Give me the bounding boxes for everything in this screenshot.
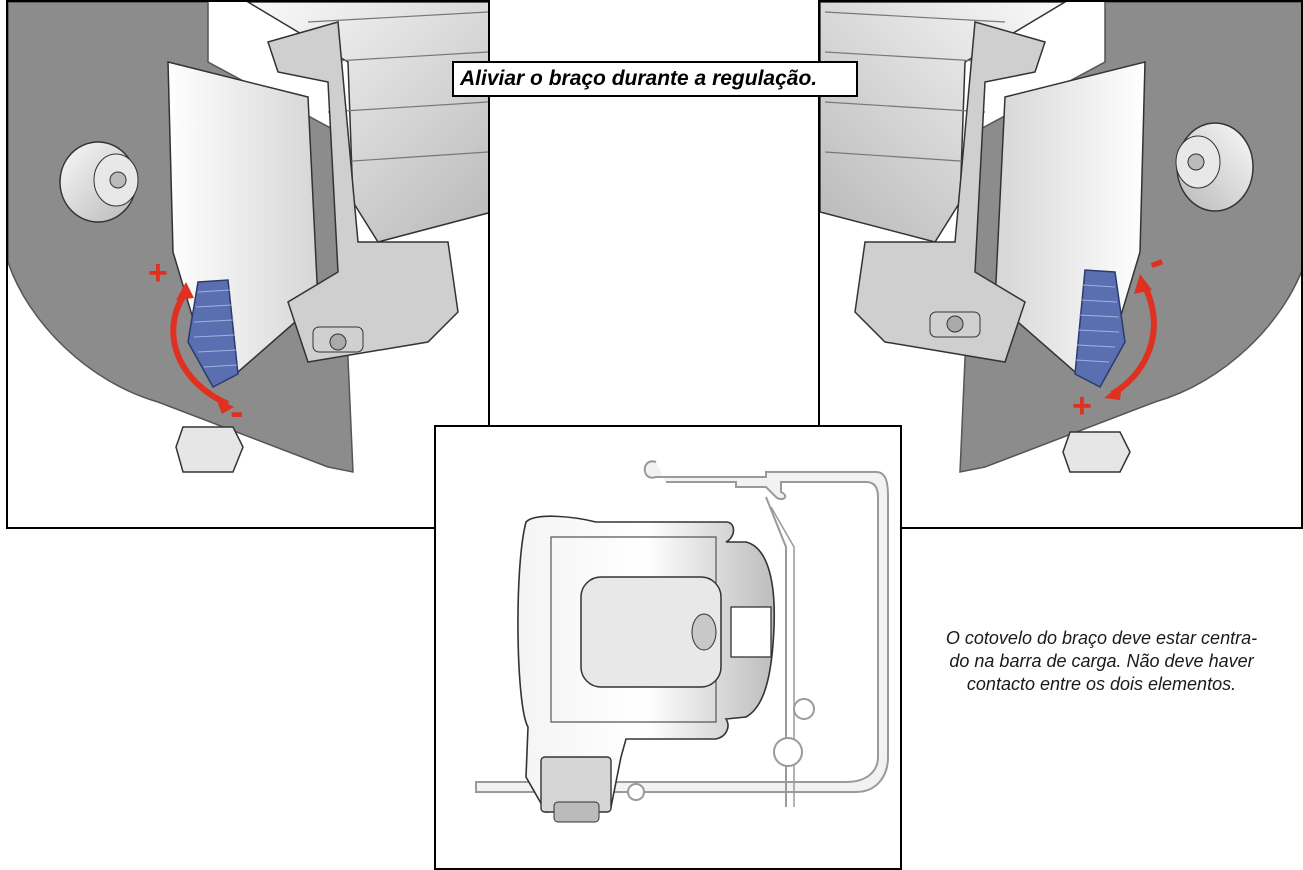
elbow-top-view-panel bbox=[434, 425, 902, 870]
footer-note-line-3: contacto entre os dois elementos. bbox=[966, 674, 1237, 694]
minus-sign: - bbox=[230, 390, 243, 434]
elbow-pin bbox=[580, 576, 722, 688]
right-arm-illustration: - + bbox=[820, 2, 1301, 473]
footer-note-line-2: do na barra de carga. Não deve haver bbox=[949, 651, 1254, 671]
adjustment-arrow bbox=[170, 290, 230, 407]
adjustment-arrow bbox=[1110, 285, 1157, 397]
footer-note-line-1: O cotovelo do braço deve estar centra- bbox=[945, 628, 1258, 648]
elbow-joint bbox=[267, 21, 459, 363]
hex-nut bbox=[175, 426, 244, 473]
header-note: Aliviar o braço durante a regulação. bbox=[452, 61, 858, 97]
load-bar-profile bbox=[475, 460, 889, 793]
hex-nut bbox=[1062, 431, 1131, 473]
left-arm-illustration: + - bbox=[8, 2, 488, 473]
adjustment-knob bbox=[1074, 269, 1126, 389]
elbow-top-view-illustration bbox=[475, 460, 889, 823]
footer-note: O cotovelo do braço deve estar centra- d… bbox=[900, 627, 1303, 696]
plus-sign: + bbox=[1072, 387, 1092, 425]
plus-sign: + bbox=[148, 254, 168, 292]
left-adjustment-panel: + - bbox=[6, 0, 490, 529]
elbow-joint bbox=[854, 21, 1046, 363]
